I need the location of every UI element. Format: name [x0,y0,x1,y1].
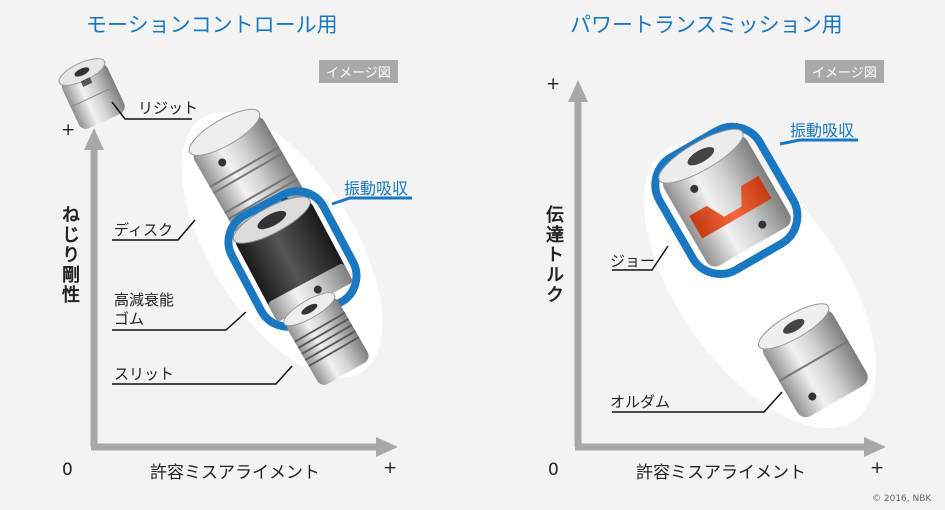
left-y-axis-label: ねじり剛性 [59,205,80,305]
copyright: © 2016, NBK [872,494,932,504]
rubber-coupling-image [224,187,361,331]
left-axes [90,148,380,451]
jaw-label: ジョー [610,252,656,270]
damping-label-line2: ゴム [114,310,145,328]
right-x-arrow [864,437,886,457]
oldham-coupling-image [758,303,868,418]
rigid-label: リジット [138,99,199,117]
left-y-arrow [84,128,104,150]
right-y-plus: + [546,74,561,94]
right-y-arrow [568,80,588,102]
left-y-plus: + [61,120,76,140]
right-x-plus: + [870,458,885,478]
slit-leader [112,365,293,385]
right-origin: 0 [548,460,559,480]
left-image-badge: イメージ図 [319,60,398,83]
disc-label: ディスク [114,221,173,239]
right-vibration-leader [779,138,858,146]
right-vibration-label: 振動吸収 [790,121,855,140]
right-title: パワートランスミッション用 [570,13,843,37]
disc-leader [112,219,196,241]
left-title: モーションコントロール用 [86,13,338,37]
right-axes [574,100,868,451]
slit-coupling-image [283,292,369,385]
left-x-plus: + [383,458,398,478]
slit-label: スリット [114,365,175,383]
rigid-coupling-image [58,58,125,129]
left-origin: 0 [62,460,73,480]
left-vibration-label: 振動吸収 [344,179,409,198]
oldham-leader [612,391,783,413]
right-image-badge: イメージ図 [805,60,884,83]
right-y-axis-label: 伝達トルク [543,205,564,305]
rigid-leader [111,101,192,120]
left-x-axis-label: 許容ミスアライメント [150,463,320,483]
oldham-label: オルダム [610,393,671,411]
rubber-leader [112,311,247,331]
jaw-leader [612,245,669,271]
left-x-arrow [376,437,398,457]
right-x-axis-label: 許容ミスアライメント [636,463,806,483]
damping-label-line1: 高減衰能 [114,291,175,309]
jaw-coupling-image [651,122,802,278]
left-vibration-leader [331,196,412,206]
